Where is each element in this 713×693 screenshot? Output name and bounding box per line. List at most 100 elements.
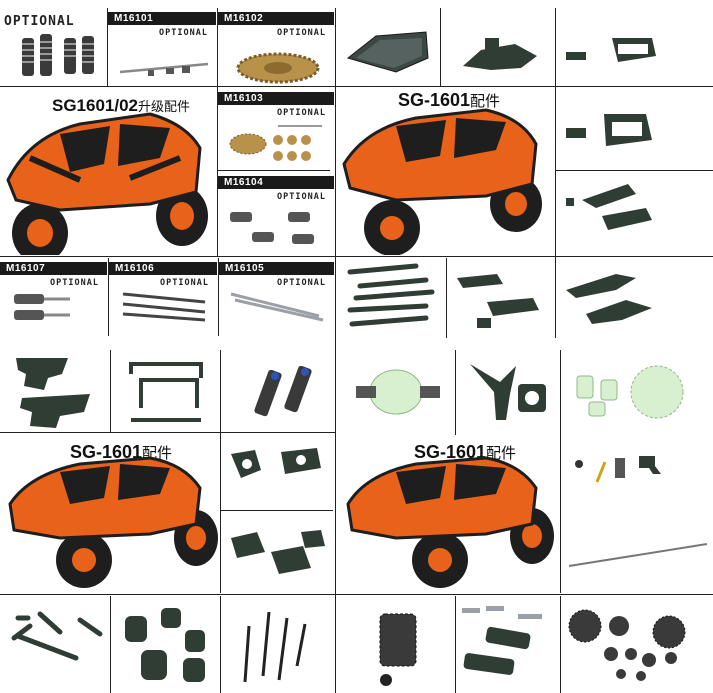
chassis-tub-image bbox=[346, 31, 429, 73]
divider bbox=[0, 86, 340, 87]
divider bbox=[340, 256, 713, 257]
part-number-badge: M16106 bbox=[109, 262, 217, 275]
optional-label: OPTIONAL bbox=[277, 278, 326, 288]
center-mount-cell bbox=[441, 8, 554, 86]
bumper-mount-image bbox=[566, 114, 652, 146]
pinion-cell bbox=[336, 596, 454, 693]
divider bbox=[110, 350, 111, 432]
divider bbox=[0, 594, 340, 595]
car-caption: SG-1601配件 bbox=[398, 90, 500, 111]
model-number: SG-1601 bbox=[398, 90, 471, 110]
part-m16102-cell: M16102 OPTIONAL bbox=[218, 8, 334, 86]
divider bbox=[107, 8, 108, 86]
chassis-tub-cell bbox=[336, 8, 439, 86]
drive-shaft-image bbox=[119, 62, 209, 76]
gear-nylon-cell bbox=[561, 350, 713, 435]
oil-shocks-cell bbox=[221, 350, 334, 432]
center-mount-image bbox=[463, 38, 537, 70]
screws-servo-cell bbox=[561, 436, 713, 593]
part-number-badge: M16101 bbox=[108, 12, 216, 25]
diff-gears-image bbox=[229, 125, 322, 161]
rc-truck-image bbox=[342, 108, 542, 255]
output-cups-image bbox=[14, 294, 70, 320]
divider bbox=[0, 432, 340, 433]
caption-suffix: 配件 bbox=[470, 93, 501, 110]
small-parts-image bbox=[568, 456, 708, 567]
stock-car-cell-bottom-left: SG-1601配件 bbox=[0, 434, 219, 594]
part-number-badge: M16102 bbox=[218, 12, 334, 25]
suspension-arms-image bbox=[566, 184, 652, 230]
caption-suffix: 升级配件 bbox=[138, 99, 191, 114]
part-m16105-cell: M16105 OPTIONAL bbox=[219, 258, 334, 336]
divider bbox=[335, 8, 336, 693]
suspension-arms-cell bbox=[556, 172, 713, 255]
steel-cups-image bbox=[230, 212, 314, 244]
optional-label: OPTIONAL bbox=[50, 278, 99, 288]
divider bbox=[455, 596, 456, 693]
divider bbox=[560, 596, 561, 693]
divider bbox=[560, 350, 561, 593]
shock-towers-cell bbox=[0, 350, 109, 432]
hub-carriers-image bbox=[231, 448, 321, 478]
part-m16101-cell: M16101 OPTIONAL bbox=[108, 8, 216, 86]
divider bbox=[220, 596, 221, 693]
car-caption: SG-1601配件 bbox=[414, 442, 516, 463]
bumper-cell bbox=[556, 8, 713, 86]
optional-shocks-cell: OPTIONAL bbox=[0, 8, 106, 86]
dogbones-image bbox=[122, 292, 206, 322]
steering-links-image bbox=[347, 263, 435, 327]
divider bbox=[110, 596, 111, 693]
steering-links-cell bbox=[336, 258, 445, 338]
divider bbox=[555, 170, 713, 171]
rc-truck-image bbox=[8, 456, 218, 588]
pins-and-tubes-image bbox=[462, 606, 542, 675]
divider bbox=[218, 258, 219, 336]
stock-car-cell-top: SG-1601配件 bbox=[336, 88, 554, 255]
optional-label: OPTIONAL bbox=[4, 14, 75, 29]
upgrade-car-cell: SG1601/02升级配件 bbox=[0, 88, 216, 255]
pins-tubes-cell bbox=[456, 596, 559, 693]
upper-arms-image bbox=[566, 274, 652, 324]
gear-set-cell bbox=[561, 596, 713, 693]
differential-image bbox=[356, 369, 440, 415]
part-m16106-cell: M16106 OPTIONAL bbox=[109, 258, 217, 336]
rear-hubs-cell bbox=[221, 512, 334, 593]
shock-absorbers-image bbox=[22, 34, 94, 76]
optional-label: OPTIONAL bbox=[277, 108, 326, 118]
model-number: SG-1601 bbox=[414, 442, 487, 462]
gear-set-image bbox=[568, 609, 686, 681]
shock-towers-image bbox=[16, 358, 90, 428]
divider bbox=[217, 8, 218, 256]
divider bbox=[340, 594, 713, 595]
metal-spur-gear-image bbox=[236, 52, 320, 84]
divider bbox=[217, 170, 330, 171]
divider bbox=[220, 510, 333, 511]
optional-label: OPTIONAL bbox=[159, 28, 208, 38]
diff-cases-image bbox=[125, 608, 205, 682]
front-bumper-cell bbox=[556, 88, 713, 169]
pinion-gear-image bbox=[379, 613, 417, 686]
bumper-image bbox=[566, 38, 656, 62]
part-m16107-cell: M16107 OPTIONAL bbox=[0, 258, 107, 336]
diff-cups-cell bbox=[111, 596, 219, 693]
steering-parts-cell bbox=[0, 596, 109, 693]
divider bbox=[455, 350, 456, 435]
caption-suffix: 配件 bbox=[486, 445, 517, 462]
hub-carriers-cell bbox=[221, 434, 334, 509]
part-number-badge: M16107 bbox=[0, 262, 107, 275]
divider bbox=[440, 8, 441, 86]
part-m16103-cell: M16103 OPTIONAL bbox=[218, 88, 334, 169]
divider bbox=[108, 258, 109, 336]
model-number: SG-1601 bbox=[70, 442, 143, 462]
oil-shocks-image bbox=[254, 365, 312, 417]
stock-car-cell-bottom-right: SG-1601配件 bbox=[336, 436, 559, 593]
rc-truck-image bbox=[346, 456, 554, 588]
cvd-shafts-image bbox=[230, 292, 324, 322]
rear-hubs-image bbox=[231, 530, 325, 574]
body-posts-image bbox=[129, 362, 203, 422]
optional-label: OPTIONAL bbox=[277, 192, 326, 202]
hinge-pins-cell bbox=[221, 596, 334, 693]
nylon-gears-image bbox=[576, 365, 684, 419]
rear-arms-image bbox=[457, 274, 539, 328]
knuckle-cell bbox=[456, 350, 559, 435]
